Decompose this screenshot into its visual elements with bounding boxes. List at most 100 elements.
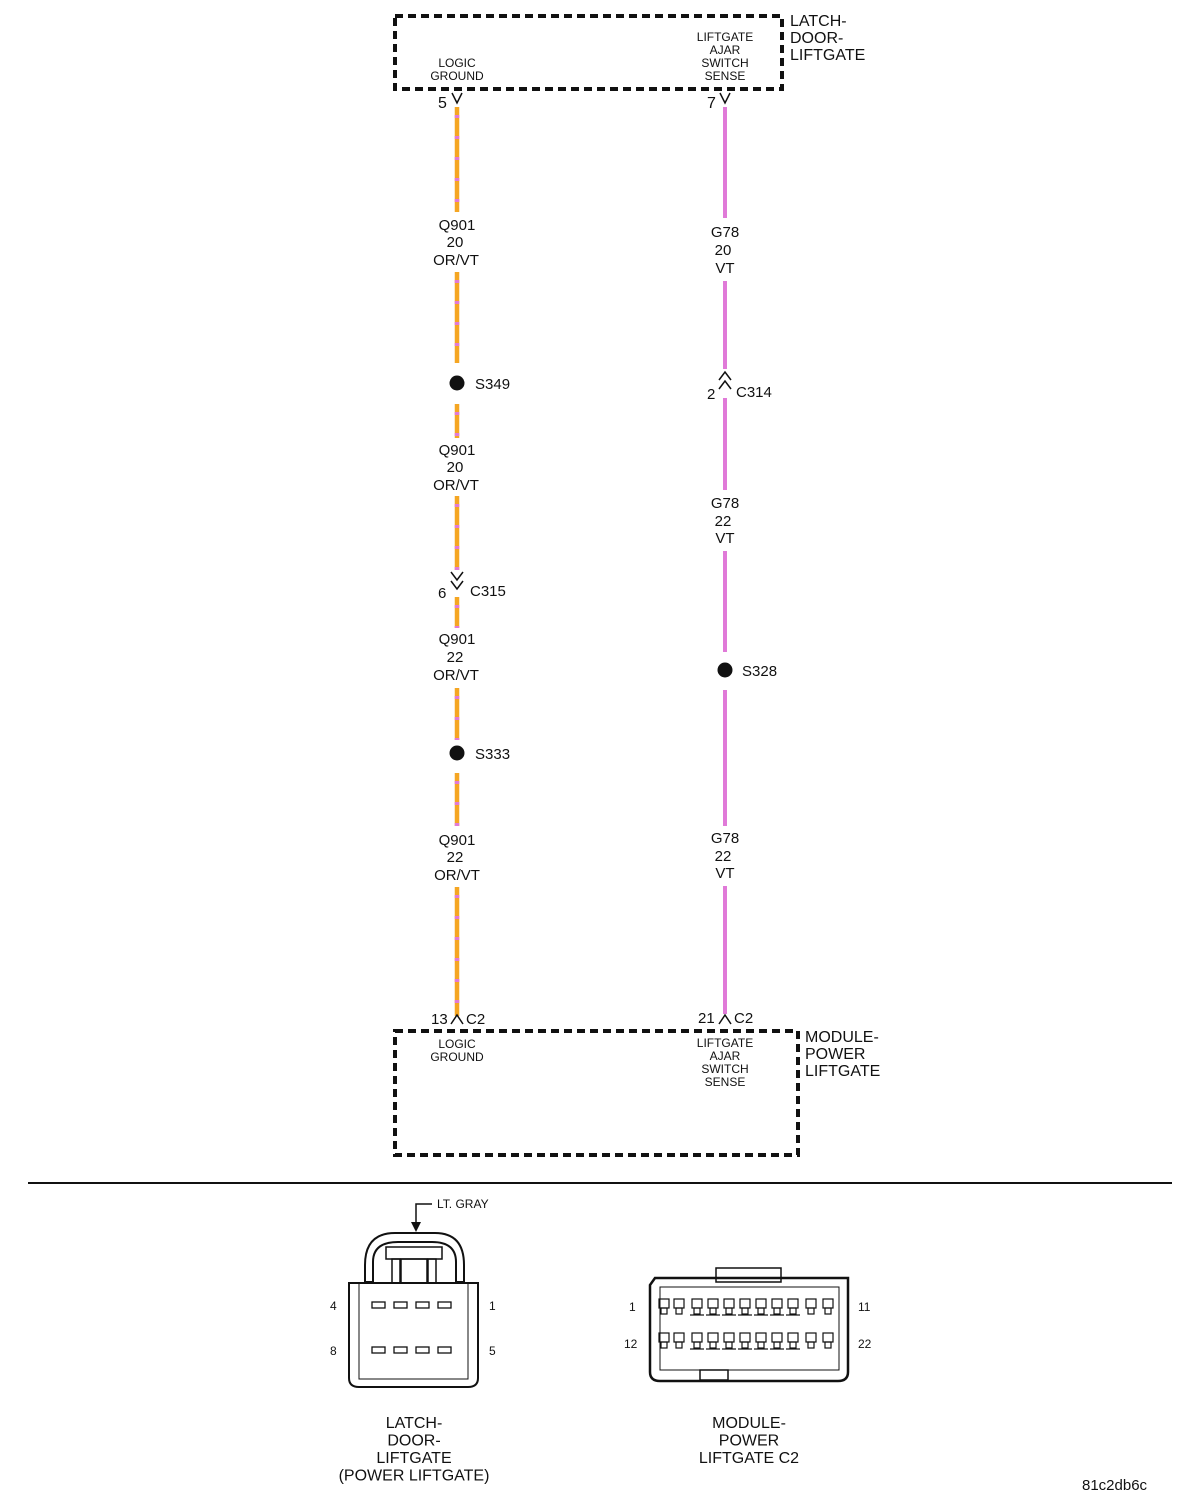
module-cavity-latch — [693, 1341, 701, 1349]
text-line: LIFTGATE — [697, 1036, 753, 1050]
latch-cavity — [371, 1346, 386, 1354]
splice-s333-dot — [449, 745, 465, 761]
bottom-pin-13-connector: C2 — [466, 1011, 485, 1028]
right-seg1-gauge: 20 — [715, 242, 732, 259]
latch-color-note-leader — [415, 1203, 432, 1226]
module-cavity-latch — [660, 1307, 668, 1315]
module-cavity-latch — [725, 1341, 733, 1349]
module-pin-label-12: 12 — [624, 1337, 638, 1351]
text-line: DOOR- — [387, 1433, 440, 1450]
c315-connector-symbol-2 — [450, 580, 464, 591]
module-cavity-latch — [824, 1341, 832, 1349]
module-cavity — [723, 1332, 735, 1343]
top-pin-5: 5 — [438, 95, 447, 112]
splice-s328-label: S328 — [742, 663, 777, 680]
right-seg3-color: VT — [715, 865, 734, 882]
latch-cavity — [393, 1301, 408, 1309]
text-line: LATCH- — [386, 1415, 443, 1432]
top-pin-7: 7 — [707, 95, 716, 112]
module-cavity-latch — [757, 1341, 765, 1349]
right-seg1-code: G78 — [711, 224, 739, 241]
left-seg3-code: Q901 — [439, 631, 476, 648]
figure-id: 81c2db6c — [1082, 1477, 1148, 1494]
splice-s333-label: S333 — [475, 746, 510, 763]
latch-pin-label-8: 8 — [330, 1344, 337, 1358]
latch-cavity — [437, 1346, 452, 1354]
module-cavity — [691, 1298, 703, 1309]
text-line: LATCH- — [790, 13, 847, 30]
left-seg4-code: Q901 — [439, 832, 476, 849]
right-seg1-color: VT — [715, 260, 734, 277]
latch-door-liftgate-name: LATCH-DOOR-LIFTGATE — [790, 13, 865, 64]
text-line: LIFTGATE — [697, 30, 753, 44]
module-cavity — [787, 1332, 799, 1343]
left-seg4-color: OR/VT — [434, 867, 480, 884]
text-line: LIFTGATE — [790, 47, 865, 64]
latch-cavity — [393, 1346, 408, 1354]
text-line: SWITCH — [701, 56, 748, 70]
latch-pin-label-5: 5 — [489, 1344, 496, 1358]
module-body-inner — [659, 1286, 840, 1371]
bottom-pin-21-terminal — [718, 1013, 732, 1025]
text-line: SWITCH — [701, 1062, 748, 1076]
splice-s328-dot — [717, 662, 733, 678]
left-seg2-color: OR/VT — [433, 477, 479, 494]
text-line: (POWER LIFTGATE) — [339, 1468, 490, 1485]
left-seg4-gauge: 22 — [447, 849, 464, 866]
text-line: GROUND — [430, 1050, 484, 1064]
module-cavity-latch — [709, 1341, 717, 1349]
text-line: DOOR- — [790, 30, 843, 47]
left-seg1-gauge: 20 — [447, 234, 464, 251]
c314-name: C314 — [736, 384, 772, 401]
module-body — [648, 1276, 850, 1383]
bottom-pin-21-connector: C2 — [734, 1010, 753, 1027]
left-seg3-color: OR/VT — [433, 667, 479, 684]
module-cavity-latch — [741, 1307, 749, 1315]
latch-cavity — [415, 1301, 430, 1309]
module-cavity — [755, 1298, 767, 1309]
module-cavity — [771, 1332, 783, 1343]
module-cavity — [691, 1332, 703, 1343]
text-line: LIFTGATE — [376, 1450, 451, 1467]
module-cavities — [658, 1298, 834, 1350]
module-cavity — [739, 1298, 751, 1309]
left-seg1-color: OR/VT — [433, 252, 479, 269]
module-cavity-latch — [709, 1307, 717, 1315]
latch-lock-post-left — [391, 1258, 401, 1284]
latch-lock-tab — [385, 1246, 443, 1260]
module-cavity — [673, 1298, 685, 1309]
module-cavity — [805, 1332, 817, 1343]
splice-s349-label: S349 — [475, 376, 510, 393]
bottom-pin-13: 13 — [431, 1011, 448, 1028]
latch-cavity — [415, 1346, 430, 1354]
right-seg2-code: G78 — [711, 495, 739, 512]
text-line: LOGIC — [438, 56, 476, 70]
module-cavity — [771, 1298, 783, 1309]
module-pin-label-22: 22 — [858, 1337, 872, 1351]
module-cavity-latch — [675, 1341, 683, 1349]
text-line: SENSE — [705, 1075, 746, 1089]
module-cavity — [723, 1298, 735, 1309]
latch-cavities — [371, 1301, 452, 1354]
latch-color-note: LT. GRAY — [437, 1197, 489, 1211]
top-pin-7-terminal — [719, 92, 731, 105]
left-seg1-code: Q901 — [439, 217, 476, 234]
module-cavity — [822, 1332, 834, 1343]
c314-connector-symbol — [718, 370, 732, 381]
left-seg3-gauge: 22 — [447, 649, 464, 666]
module-power-liftgate-box — [393, 1029, 800, 1157]
module-cavity — [707, 1332, 719, 1343]
module-cavity — [822, 1298, 834, 1309]
latch-cavity — [437, 1301, 452, 1309]
module-cavity-latch — [675, 1307, 683, 1315]
module-cavity — [739, 1332, 751, 1343]
left-seg2-gauge: 20 — [447, 459, 464, 476]
module-pin-label-11: 11 — [858, 1300, 871, 1314]
module-keyway — [699, 1369, 729, 1381]
module-cavity-latch — [824, 1307, 832, 1315]
right-seg2-gauge: 22 — [715, 513, 732, 530]
c315-pin: 6 — [438, 585, 446, 602]
